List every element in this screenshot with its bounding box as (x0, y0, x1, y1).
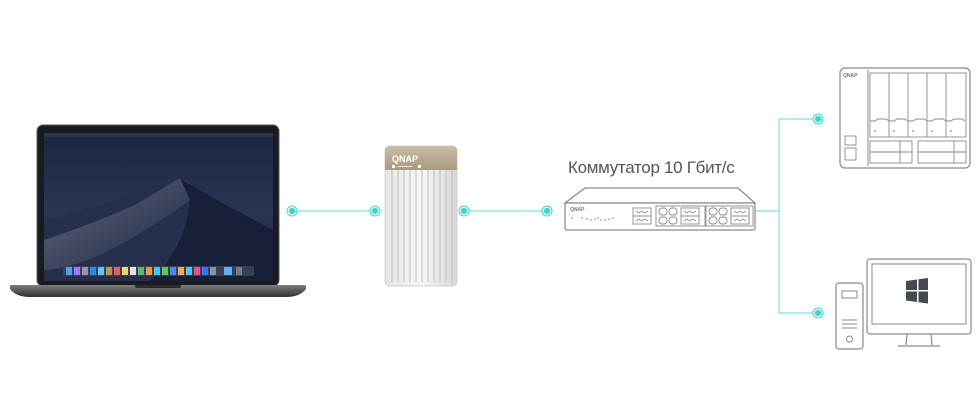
port-dot-adapter-out (458, 205, 470, 217)
port-dot-nas (812, 113, 824, 125)
windows-logo-icon (906, 278, 928, 304)
port-dot-adapter-in (369, 205, 381, 217)
nas-icon: QNAP (839, 67, 971, 169)
adapter-icon: QNAP (384, 145, 458, 287)
switch-brand-logo: QNAP (570, 207, 585, 213)
link-switch-branches (755, 118, 818, 314)
laptop-icon (10, 124, 306, 297)
nas-brand-logo: QNAP (843, 73, 858, 79)
port-dot-pc (812, 307, 824, 319)
switch-label: Коммутатор 10 Гбит/с (568, 158, 735, 177)
port-dot-switch (541, 205, 553, 217)
network-switch-icon: QNAP (563, 187, 757, 231)
port-dot-laptop (286, 205, 298, 217)
adapter-brand-logo: QNAP (392, 154, 418, 164)
desktop-pc-icon (835, 258, 972, 350)
